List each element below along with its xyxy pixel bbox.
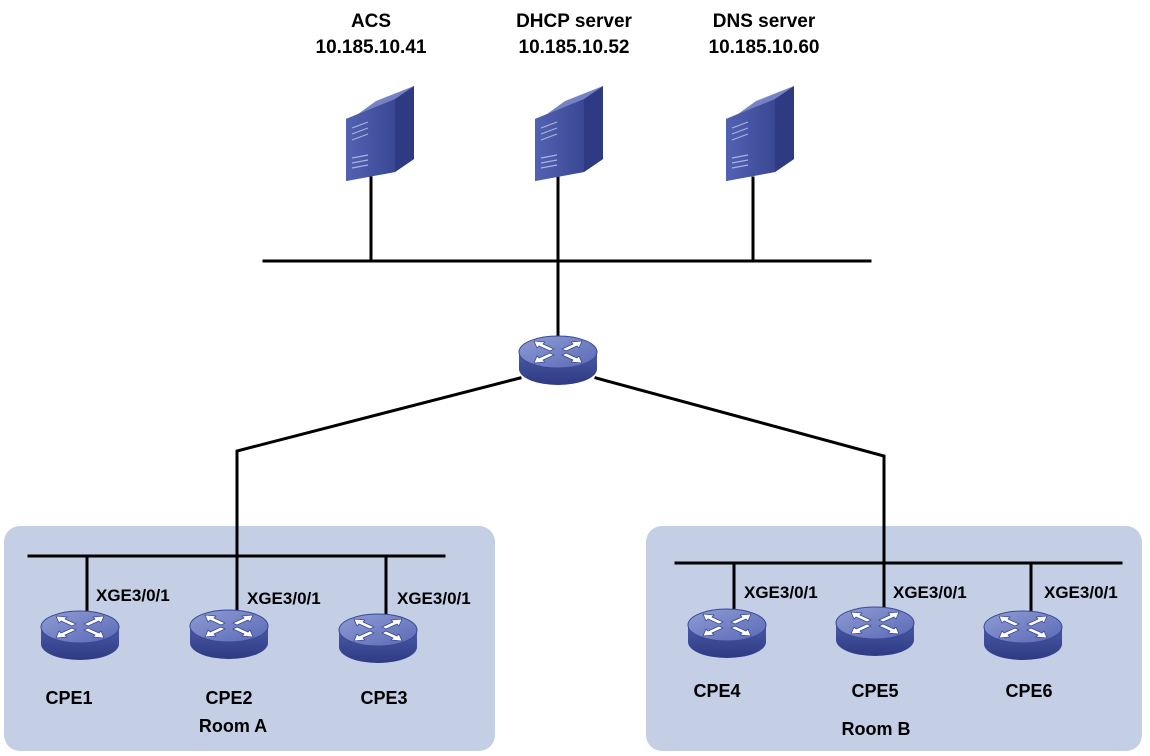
server-acs[interactable]: ACS 10.185.10.41: [316, 11, 427, 182]
router-icon: [687, 608, 767, 659]
port-label: XGE3/0/1: [247, 589, 321, 608]
router-icon: [40, 610, 120, 661]
server-ip: 10.185.10.41: [316, 37, 427, 58]
server-dhcp[interactable]: DHCP server 10.185.10.52: [516, 11, 633, 182]
server-dns[interactable]: DNS server 10.185.10.60: [709, 11, 820, 182]
cpe-name: CPE3: [360, 688, 407, 708]
cpe3[interactable]: XGE3/0/1 CPE3: [338, 589, 471, 708]
cpe-name: CPE2: [205, 688, 252, 708]
port-label: XGE3/0/1: [96, 586, 170, 605]
core-router[interactable]: [518, 335, 598, 386]
cpe4[interactable]: XGE3/0/1 CPE4: [687, 583, 818, 701]
cpe-name: CPE4: [693, 681, 740, 701]
port-label: XGE3/0/1: [893, 583, 967, 602]
server-ip: 10.185.10.60: [709, 37, 820, 58]
core-to-room-a: [235, 376, 522, 558]
cpe-name: CPE6: [1005, 681, 1052, 701]
room-a-label: Room A: [199, 716, 267, 736]
cpe-name: CPE1: [45, 688, 92, 708]
server-name: DHCP server: [516, 11, 632, 32]
cpe2[interactable]: XGE3/0/1 CPE2: [189, 589, 321, 708]
router-icon: [983, 610, 1063, 661]
server-name: DNS server: [713, 11, 816, 32]
router-icon: [835, 606, 915, 657]
router-icon: [189, 609, 269, 660]
cpe5[interactable]: XGE3/0/1 CPE5: [835, 583, 967, 701]
server-name: ACS: [351, 11, 391, 32]
cpe-name: CPE5: [851, 681, 898, 701]
router-icon: [338, 613, 418, 664]
server-tower-icon: [534, 85, 604, 182]
links: [27, 176, 1123, 619]
server-tower-icon: [725, 85, 795, 182]
router-icon: [518, 335, 598, 386]
room-b-label: Room B: [842, 719, 911, 739]
cpe1[interactable]: XGE3/0/1 CPE1: [40, 586, 170, 708]
server-ip: 10.185.10.52: [519, 37, 630, 58]
server-tower-icon: [345, 85, 415, 182]
port-label: XGE3/0/1: [744, 583, 818, 602]
port-label: XGE3/0/1: [397, 589, 471, 608]
core-to-room-b: [594, 376, 886, 565]
cpe6[interactable]: XGE3/0/1 CPE6: [983, 583, 1118, 701]
port-label: XGE3/0/1: [1044, 583, 1118, 602]
